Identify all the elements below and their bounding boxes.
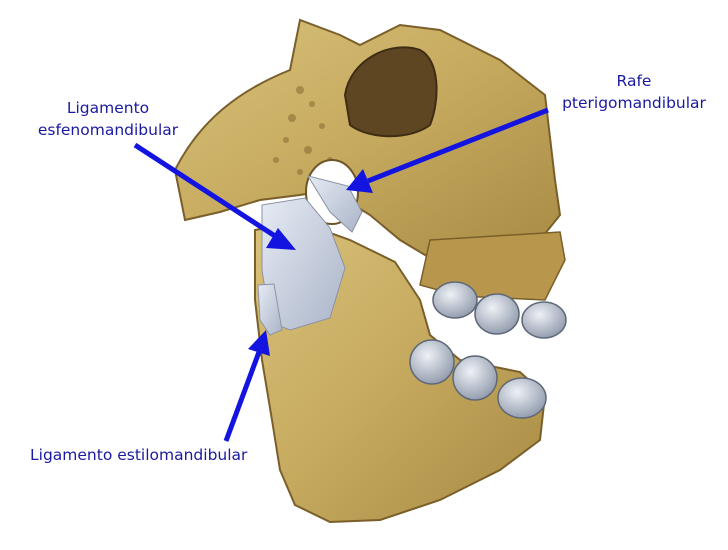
label-ligamento-esfenomandibular: Ligamento esfenomandibular (24, 97, 192, 141)
label-ligamento-estilomandibular: Ligamento estilomandibular (30, 446, 248, 464)
arrow-sphenomandibular (133, 142, 296, 250)
lower-molar (452, 355, 498, 401)
skull-base (173, 18, 562, 264)
upper-molar (474, 293, 520, 335)
lower-teeth (409, 339, 547, 419)
upper-molar (521, 301, 567, 339)
label-rafe-pterigomandibular: Rafe pterigomandibular (540, 70, 728, 114)
label-line: esfenomandibular (37, 121, 179, 139)
stylomandibular-ligament (257, 283, 283, 336)
arrow-pterygomandibular (346, 107, 549, 193)
lower-molar (409, 339, 455, 385)
lower-molar (497, 377, 547, 419)
porous-bone (273, 86, 333, 175)
label-line: Ligamento (66, 99, 150, 117)
label-line: pterigomandibular (562, 94, 706, 112)
upper-teeth (432, 281, 567, 339)
upper-molar (432, 281, 478, 319)
pointer-arrows (133, 107, 549, 442)
arrow-stylomandibular (223, 330, 270, 442)
sinus-cavity (343, 46, 438, 138)
label-line: Rafe (616, 72, 652, 90)
